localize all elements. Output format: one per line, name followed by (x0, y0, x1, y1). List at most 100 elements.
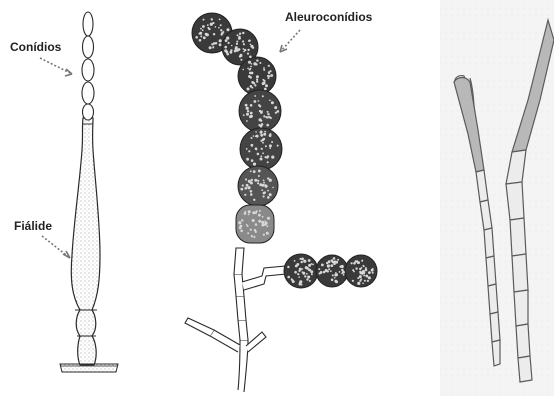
spore-speckle (250, 229, 252, 231)
spore-speckle (224, 46, 227, 49)
spore-speckle (337, 259, 339, 261)
spore-speckle (246, 113, 249, 116)
spore-speckle (250, 190, 253, 193)
spore-speckle (218, 27, 220, 29)
spore-speckle (243, 48, 245, 50)
spore-speckle (226, 53, 229, 56)
spore-speckle (221, 32, 224, 35)
spore-speckle (240, 188, 243, 191)
spore-speckle (252, 211, 255, 214)
spore-speckle (236, 41, 238, 43)
spore-speckle (230, 51, 233, 54)
spore-speckle (195, 36, 198, 39)
spore-speckle (263, 80, 265, 82)
spore-speckle (294, 271, 297, 274)
spore-speckle (241, 219, 243, 221)
spore-speckle (253, 199, 255, 201)
spore-speckle (265, 84, 268, 87)
spore-speckle (246, 107, 249, 110)
spore-speckle (246, 158, 249, 161)
spore-speckle (260, 131, 263, 134)
spore-speckle (267, 190, 269, 192)
spore-speckle (262, 138, 265, 141)
spore-speckle (254, 95, 256, 97)
spore-speckle (263, 192, 266, 195)
conidios-pointer (40, 58, 72, 74)
spore-speckle (238, 48, 240, 50)
spore-speckle (256, 81, 258, 83)
spore-speckle (220, 29, 222, 31)
conidium (83, 12, 93, 36)
spore-speckle (254, 229, 256, 231)
spore-speckle (243, 114, 245, 116)
spore-speckle (246, 148, 248, 150)
spore-speckle (251, 235, 253, 237)
spore-speckle (263, 133, 266, 136)
spore-speckle (213, 42, 216, 45)
spore-speckle (274, 106, 277, 109)
spore-speckle (361, 260, 363, 262)
spore-speckle (256, 210, 258, 212)
spore-speckle (249, 40, 251, 42)
spore-speckle (259, 118, 262, 121)
spore-speckle (267, 111, 269, 113)
spore-speckle (256, 75, 259, 78)
spore-speckle (269, 193, 272, 196)
spore-speckle (249, 115, 252, 118)
spore-speckle (203, 19, 205, 21)
spore-speckle (267, 217, 270, 220)
spore-speckle (363, 274, 365, 276)
spore-speckle (333, 262, 336, 265)
spore-speckle (215, 26, 217, 28)
spore-speckle (242, 40, 244, 42)
spore-speckle (207, 27, 209, 29)
spore-speckle (259, 210, 261, 212)
spore-speckle (265, 145, 267, 147)
spore-speckle (247, 225, 249, 227)
spore-speckle (200, 28, 202, 30)
spore-speckle (244, 49, 246, 51)
spore-speckle (251, 179, 253, 181)
spore-speckle (271, 101, 274, 104)
spore-speckle (367, 276, 369, 278)
spore-speckle (202, 25, 205, 28)
spore-speckle (261, 189, 263, 191)
spore-speckle (362, 282, 364, 284)
spore-speckle (247, 110, 249, 112)
spore-speckle (258, 214, 261, 217)
spore-speckle (309, 280, 311, 282)
spore-speckle (299, 258, 301, 260)
spore-speckle (357, 262, 359, 264)
spore-speckle (253, 135, 255, 137)
conidium (83, 104, 94, 120)
spore-speckle (263, 115, 265, 117)
spore-speckle (268, 71, 270, 73)
spore-speckle (264, 88, 267, 91)
spore-speckle (353, 271, 355, 273)
spore-speckle (269, 179, 272, 182)
spore-speckle (328, 268, 330, 270)
spore-speckle (219, 19, 221, 21)
spore-speckle (264, 184, 266, 186)
spore-speckle (334, 274, 337, 277)
spore-speckle (351, 262, 353, 264)
spore-speckle (250, 112, 253, 115)
spore-speckle (266, 232, 269, 235)
spore-speckle (252, 219, 255, 222)
spore-speckle (269, 100, 271, 102)
spore-speckle (372, 268, 374, 270)
spore-speckle (264, 131, 266, 133)
spore-speckle (209, 46, 212, 49)
spore-speckle (251, 159, 254, 162)
spore-speckle (302, 258, 304, 260)
spore-speckle (202, 29, 204, 31)
spore-speckle (269, 147, 271, 149)
conidium (83, 36, 94, 58)
spore-speckle (255, 131, 257, 133)
spore-speckle (271, 156, 274, 159)
aleuroconidia-panel (185, 13, 377, 392)
spore-speckle (254, 84, 256, 86)
spore-texture (195, 18, 373, 285)
spore-speckle (343, 274, 345, 276)
spore-speckle (333, 258, 335, 260)
